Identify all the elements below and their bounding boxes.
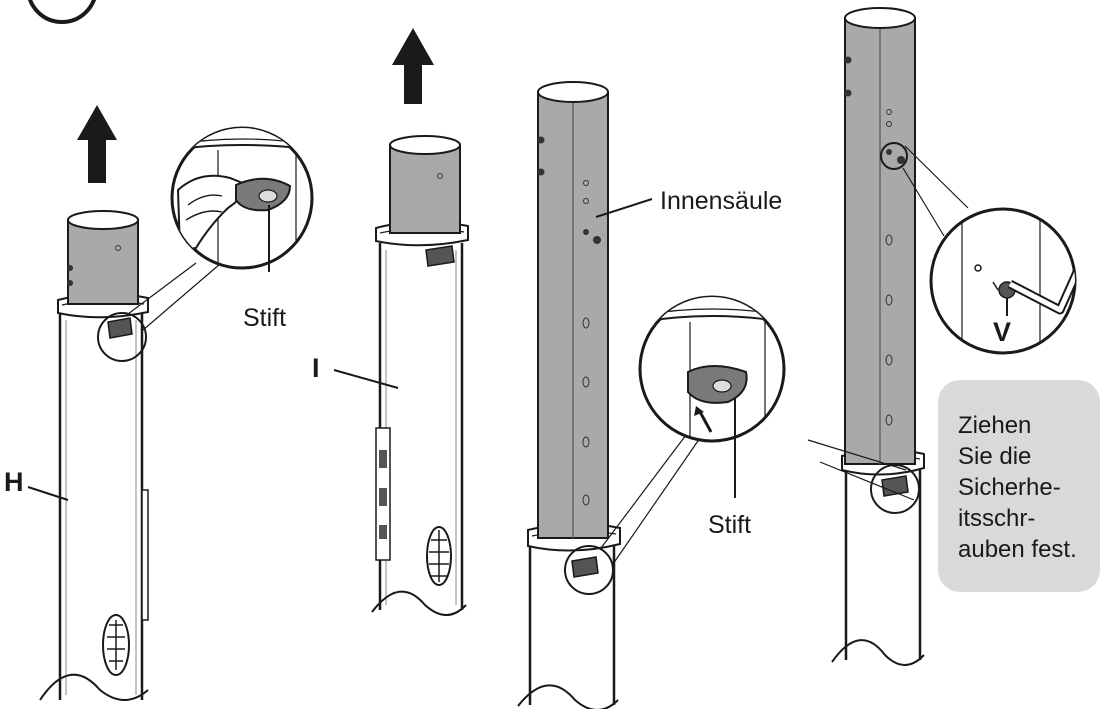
part-label-h: H <box>4 467 24 497</box>
pin-detail-ring <box>564 545 614 595</box>
column-stage-1 <box>39 105 221 701</box>
pin-zoom-top <box>170 126 314 272</box>
pin-detail-ring <box>870 464 920 514</box>
part-label-v: V <box>993 317 1011 347</box>
instruction-note: Ziehen Sie die Sicherhe- itsschr- auben … <box>938 380 1100 592</box>
column-stage-2 <box>371 28 469 616</box>
column-stage-3 <box>517 81 701 709</box>
note-line: Sie die <box>958 443 1032 470</box>
stift-label-top: Stift <box>243 304 286 332</box>
note-line: itsschr- <box>958 505 1036 532</box>
note-line: Ziehen <box>958 412 1032 439</box>
note-line: auben fest. <box>958 536 1077 563</box>
screw-zoom <box>929 207 1077 355</box>
part-label-i: I <box>312 353 320 383</box>
pin-zoom-bottom <box>638 295 786 498</box>
pin-detail-ring <box>97 312 147 362</box>
inner-column-label: Innensäule <box>660 187 782 215</box>
note-line: Sicherhe- <box>958 474 1061 501</box>
step-number-circle <box>28 0 96 24</box>
column-stage-4 <box>807 7 969 666</box>
stift-label-bottom: Stift <box>708 511 751 539</box>
up-arrow-icon <box>392 28 434 104</box>
up-arrow-icon <box>77 105 117 183</box>
